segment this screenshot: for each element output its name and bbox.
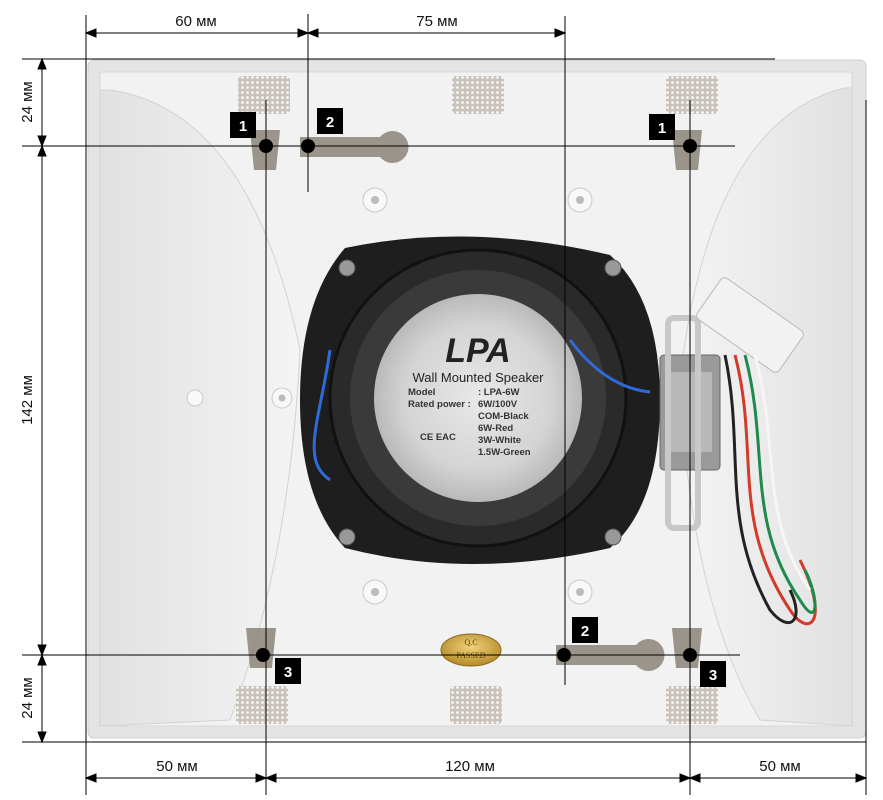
label-tap-3w: 3W-White <box>478 435 521 446</box>
wire-white <box>753 354 812 591</box>
svg-text:2: 2 <box>326 114 334 131</box>
dimension-label: 60 мм <box>175 13 216 30</box>
marker-1-left: 1 <box>230 112 256 138</box>
label-power-value: 6W/100V <box>478 399 518 410</box>
brand-logo: LPA <box>445 332 510 370</box>
mount-point <box>259 139 273 153</box>
svg-text:1: 1 <box>658 120 666 137</box>
dimension-label: 50 мм <box>759 758 800 775</box>
vent-grilles <box>236 76 718 724</box>
vent-grille <box>666 686 718 724</box>
wire-blue <box>312 349 332 482</box>
dimension-label: 50 мм <box>156 758 197 775</box>
svg-text:3: 3 <box>709 667 717 684</box>
vent-grille <box>450 686 502 724</box>
vent-grille <box>236 686 288 724</box>
dimension-label: 120 мм <box>445 758 495 775</box>
marker-2-top: 2 <box>317 108 343 134</box>
dimension-label: 24 мм <box>19 81 36 122</box>
speaker-magnet-label <box>374 294 582 502</box>
vent-grille <box>666 76 718 114</box>
qc-line1: Q.C <box>464 638 477 647</box>
dimension-label: 142 мм <box>19 375 36 425</box>
dimension-arrows <box>37 28 868 783</box>
wire-blue <box>568 339 651 394</box>
mounting-points <box>256 139 697 662</box>
label-model-key: Model <box>408 387 435 398</box>
qc-passed-badge: Q.C PASSED <box>440 633 502 667</box>
keyhole-slot <box>246 628 276 668</box>
screw-posts <box>186 187 593 605</box>
label-certifications: CE EAC <box>420 432 456 443</box>
measurement-lines <box>22 14 867 795</box>
label-tap-1-5w: 1.5W-Green <box>478 447 531 458</box>
mount-point <box>301 139 315 153</box>
keyhole-slot <box>672 628 702 668</box>
wire-bundle <box>723 354 817 626</box>
label-tap-6w: 6W-Red <box>478 423 513 434</box>
label-model-value: : LPA-6W <box>478 387 520 398</box>
vent-grille <box>238 76 290 114</box>
marker-1-right: 1 <box>649 114 675 140</box>
label-tap-com: COM-Black <box>478 411 529 422</box>
dimension-label: 24 мм <box>19 677 36 718</box>
terminal-block <box>696 277 804 373</box>
mount-point <box>683 139 697 153</box>
label-power-key: Rated power : <box>408 399 471 410</box>
mount-point <box>256 648 270 662</box>
dimension-label: 75 мм <box>416 13 457 30</box>
svg-text:2: 2 <box>581 623 589 640</box>
wire-green <box>743 354 817 614</box>
svg-text:1: 1 <box>239 118 247 135</box>
marker-3-left: 3 <box>275 658 301 684</box>
mount-point <box>557 648 571 662</box>
marker-3-right: 3 <box>700 661 726 687</box>
marker-2-bottom: 2 <box>572 617 598 643</box>
speaker-driver: LPA Wall Mounted Speaker Model : LPA-6W … <box>300 236 660 565</box>
mount-point <box>683 648 697 662</box>
vent-grille <box>452 76 504 114</box>
keyhole-slot <box>300 130 409 163</box>
wire-black <box>723 354 798 624</box>
svg-text:3: 3 <box>284 664 292 681</box>
label-title: Wall Mounted Speaker <box>412 370 544 385</box>
